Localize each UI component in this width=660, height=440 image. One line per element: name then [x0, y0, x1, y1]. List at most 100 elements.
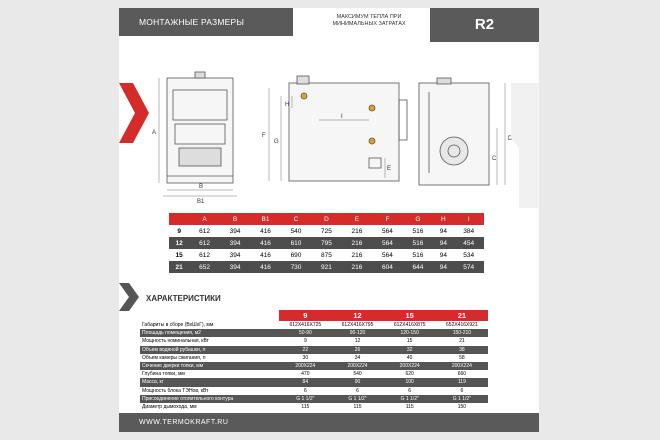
dims-cell: 610	[280, 237, 312, 249]
dims-cell: 516	[402, 237, 434, 249]
dims-cell: 644	[402, 261, 434, 273]
dims-cell: 725	[321, 227, 332, 235]
dims-col-header	[169, 213, 190, 225]
dim-label-h: H	[285, 102, 289, 108]
specs-cell: 34	[354, 354, 361, 361]
specs-cell: 115	[405, 403, 414, 410]
dims-cell: 216	[351, 227, 363, 235]
specs-col-header: 21	[435, 310, 488, 321]
tagline: МАКСИМУМ ТЕПЛА ПРИ МИНИМАЛЬНЫХ ЗАТРАТАХ	[332, 14, 406, 27]
dim-label-d: D	[508, 136, 513, 142]
dims-cell: 216	[341, 261, 373, 273]
specs-row-label: Присоединение отопительного контура	[140, 394, 280, 403]
specs-cell: 200X224	[435, 361, 488, 371]
specs-cell: 150	[457, 403, 467, 410]
dims-cell: 540	[290, 227, 302, 235]
specs-cell: 200X224	[383, 361, 436, 371]
dims-cell: 604	[372, 261, 403, 273]
specs-cell: 26	[331, 345, 384, 354]
dims-cell: 416	[260, 251, 271, 259]
specs-cell: 120-150	[383, 329, 436, 338]
dims-cell: 564	[382, 251, 393, 259]
specs-cell: 50-90	[279, 329, 332, 338]
specs-cell: 115	[353, 403, 362, 410]
specs-cell: G 1 1/2"	[435, 394, 488, 403]
specs-cell: 540	[353, 371, 362, 378]
specs-cell: 32	[383, 345, 436, 354]
specs-row-label: Габариты в сборе (ВхШхГ), мм	[142, 322, 214, 329]
dims-cell: 94	[439, 227, 447, 235]
specs-cell: 15	[406, 338, 413, 345]
specs-cell: 38	[435, 345, 488, 354]
specs-cell: 470	[301, 371, 310, 378]
dims-col-header: B	[219, 213, 251, 225]
footer-site[interactable]: WWW.TERMOKRAFT.RU	[119, 413, 539, 432]
dims-cell: 416	[260, 227, 271, 235]
specs-row: Габариты в сборе (ВхШхГ), мм 612X416X725 6…	[140, 321, 488, 329]
specs-row-label: Объем камеры сжигания, л	[142, 354, 206, 361]
specs-cell: 150-210	[435, 329, 488, 338]
specs-row-label: Диаметр дымохода, мм	[142, 403, 197, 410]
specs-cell: G 1 1/2"	[383, 394, 436, 403]
dim-label-e: E	[387, 166, 391, 172]
specs-row-label: Мощность номинальная, кВт	[142, 338, 209, 345]
specs-cell: 660	[457, 371, 467, 378]
dims-cell: 612	[199, 251, 210, 259]
specs-cell: 90-120	[331, 329, 384, 338]
dims-cell: 216	[341, 237, 373, 249]
dims-cell: 94	[433, 237, 454, 249]
specs-cell: 100	[383, 378, 436, 387]
specs-cell: 119	[435, 378, 488, 387]
specs-cell: 200X224	[279, 361, 332, 371]
right-chevron	[511, 83, 539, 208]
specs-row-label: Мощность блока ТЭНов, кВт	[142, 387, 209, 394]
catalog-page: МОНТАЖНЫЕ РАЗМЕРЫ МАКСИМУМ ТЕПЛА ПРИ МИН…	[119, 8, 539, 432]
specs-cell: 12	[354, 338, 361, 345]
specs-row-label: Сечение дверки топки, мм	[140, 361, 280, 371]
specs-row: Мощность номинальная, кВт 9 12 15 21	[140, 337, 488, 345]
dims-cell: 21	[169, 261, 190, 273]
dims-cell: 394	[219, 261, 251, 273]
dims-cell: 564	[372, 237, 403, 249]
dim-label-c: C	[492, 156, 497, 162]
specs-cell: 652X416X921	[446, 322, 478, 329]
specs-cell: 40	[406, 354, 413, 361]
specs-col-header: 9	[279, 310, 332, 321]
specs-row-label: Объем водяной рубашки, л	[140, 345, 280, 354]
specs-cell: 21	[459, 338, 465, 345]
specs-row-label: Площадь помещения, м2	[140, 329, 280, 338]
model-badge: R2	[430, 8, 539, 42]
dims-cell: 216	[351, 251, 363, 259]
specs-cell: 9	[303, 338, 307, 345]
specs-cell: 612X416X725	[289, 322, 322, 329]
dims-cell: 516	[412, 251, 424, 259]
dims-cell: 394	[229, 251, 241, 259]
dims-col-header: H	[433, 213, 454, 225]
dims-cell: 564	[382, 227, 393, 235]
dims-cell: 690	[290, 251, 302, 259]
dims-cell: 921	[311, 261, 342, 273]
dims-cell: 416	[250, 237, 281, 249]
specs-cell: 22	[279, 345, 332, 354]
specs-cell: 58	[459, 354, 465, 361]
specs-cell: G 1 1/2"	[279, 394, 332, 403]
specs-cell: 200X224	[331, 361, 384, 371]
specs-cell: 612X416X875	[393, 322, 426, 329]
dims-cell: 795	[311, 237, 342, 249]
dims-col-header: G	[402, 213, 434, 225]
back-view	[418, 77, 490, 186]
specs-title: ХАРАКТЕРИСТИКИ	[146, 294, 221, 303]
dims-col-header: I	[453, 213, 484, 225]
side-view	[288, 75, 408, 182]
